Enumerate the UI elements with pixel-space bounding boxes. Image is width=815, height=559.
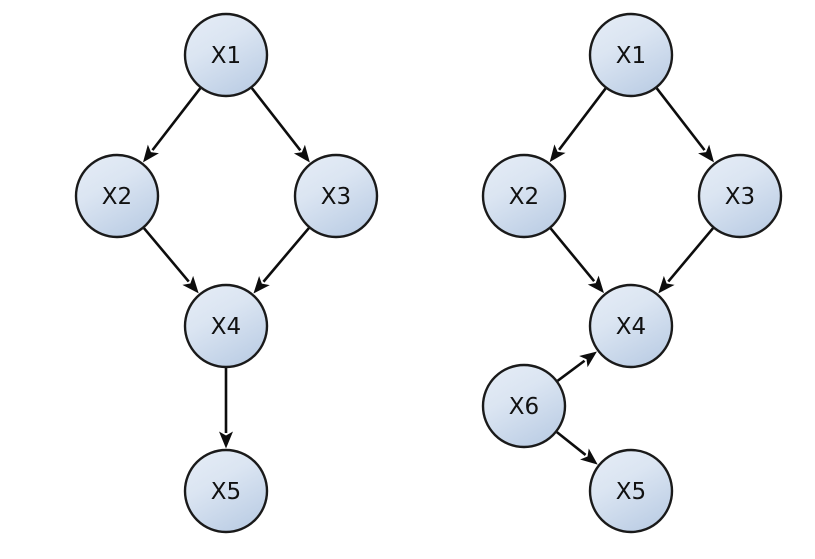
edge-shaft [250, 87, 302, 152]
arrowhead-icon [587, 275, 604, 294]
node-circle[interactable] [588, 283, 674, 369]
edge-r-x6-to-r-x5 [556, 431, 598, 465]
edge-l-x1-to-l-x2 [142, 87, 202, 163]
node-x3[interactable]: X3 [293, 153, 379, 239]
edge-shaft [151, 87, 202, 151]
arrowhead-icon [293, 144, 310, 163]
node-circle[interactable] [588, 12, 674, 98]
node-circle[interactable] [293, 153, 379, 239]
node-circle[interactable] [697, 153, 783, 239]
node-x5[interactable]: X5 [588, 448, 674, 534]
edge-shaft [667, 227, 715, 283]
edge-r-x6-to-r-x4 [556, 351, 597, 382]
node-circle[interactable] [588, 448, 674, 534]
node-circle[interactable] [481, 153, 567, 239]
edge-shaft [655, 87, 706, 151]
node-x6[interactable]: X6 [481, 363, 567, 449]
edge-l-x1-to-l-x3 [250, 87, 310, 163]
edge-r-x1-to-r-x2 [549, 87, 607, 163]
arrowhead-icon [580, 448, 598, 465]
arrowhead-icon [182, 275, 199, 294]
node-circle[interactable] [74, 153, 160, 239]
edge-shaft [558, 87, 607, 151]
arrowhead-icon [253, 276, 270, 294]
node-x3[interactable]: X3 [697, 153, 783, 239]
edge-l-x2-to-l-x4 [142, 227, 199, 294]
node-x4[interactable]: X4 [183, 283, 269, 369]
node-x1[interactable]: X1 [183, 12, 269, 98]
edge-r-x1-to-r-x3 [655, 87, 715, 163]
edge-shaft [142, 227, 190, 283]
node-x2[interactable]: X2 [481, 153, 567, 239]
node-circle[interactable] [183, 12, 269, 98]
node-circle[interactable] [183, 448, 269, 534]
node-circle[interactable] [481, 363, 567, 449]
edge-shaft [556, 431, 587, 456]
arrowhead-icon [549, 144, 566, 163]
edge-r-x3-to-r-x4 [658, 227, 715, 294]
node-x4[interactable]: X4 [588, 283, 674, 369]
arrowhead-icon [658, 275, 675, 294]
node-circle[interactable] [183, 283, 269, 369]
edge-r-x2-to-r-x4 [549, 227, 604, 294]
edge-shaft [556, 359, 586, 382]
edge-l-x4-to-l-x5 [219, 368, 233, 449]
arrowhead-icon [698, 144, 715, 163]
node-x2[interactable]: X2 [74, 153, 160, 239]
edges-layer [142, 87, 715, 465]
arrowhead-icon [219, 431, 233, 449]
edge-shaft [262, 227, 310, 283]
edge-l-x3-to-l-x4 [253, 227, 310, 294]
node-x1[interactable]: X1 [588, 12, 674, 98]
arrowhead-icon [579, 351, 597, 368]
edge-shaft [549, 227, 596, 283]
node-x5[interactable]: X5 [183, 448, 269, 534]
arrowhead-icon [142, 144, 159, 163]
